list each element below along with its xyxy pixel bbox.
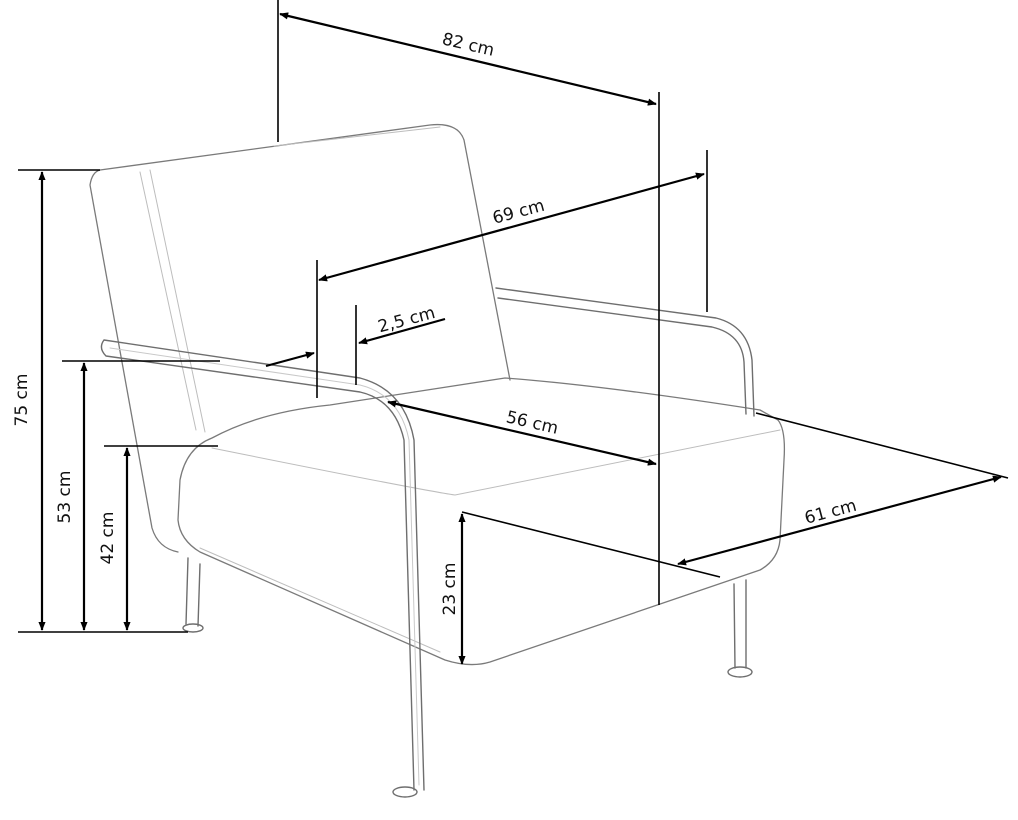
armchair-drawing (89, 123, 786, 798)
label-seat-frame-width: 69 cm (491, 196, 547, 229)
dim-arrow-2-5-left (265, 351, 315, 368)
front-left-foot (392, 786, 418, 798)
label-armrest-thickness: 2,5 cm (376, 303, 438, 337)
rear-right-leg (733, 579, 747, 669)
label-seat-width: 56 cm (504, 407, 560, 438)
label-armrest-height: 53 cm (55, 471, 75, 524)
rear-right-foot (727, 666, 753, 678)
left-armrest-highlight (109, 347, 420, 786)
backrest-outline (89, 123, 511, 553)
seat-cushion-outline (177, 377, 786, 666)
right-armrest-frame (495, 287, 755, 417)
dim-arrow-69 (318, 172, 705, 282)
dim-arrow-56 (387, 400, 657, 466)
label-seat-height: 42 cm (98, 512, 118, 565)
label-total-height: 75 cm (12, 374, 32, 427)
label-total-width: 82 cm (440, 29, 496, 60)
label-cushion-thickness: 23 cm (440, 563, 460, 616)
dim-arrow-61 (677, 475, 1002, 566)
extension-lines (18, 0, 1009, 633)
dim-arrow-2-5-right (358, 317, 446, 345)
dim-arrow-82 (279, 12, 657, 106)
dimension-arrows (38, 12, 1002, 665)
dimension-labels: 82 cm 69 cm 2,5 cm 56 cm 61 cm 75 cm 53 … (12, 29, 859, 615)
left-armrest-frame (100, 339, 425, 791)
rear-left-foot (182, 623, 204, 633)
seat-cushion-seam (199, 429, 781, 653)
backrest-seam (139, 126, 441, 433)
rear-left-leg (185, 557, 201, 627)
